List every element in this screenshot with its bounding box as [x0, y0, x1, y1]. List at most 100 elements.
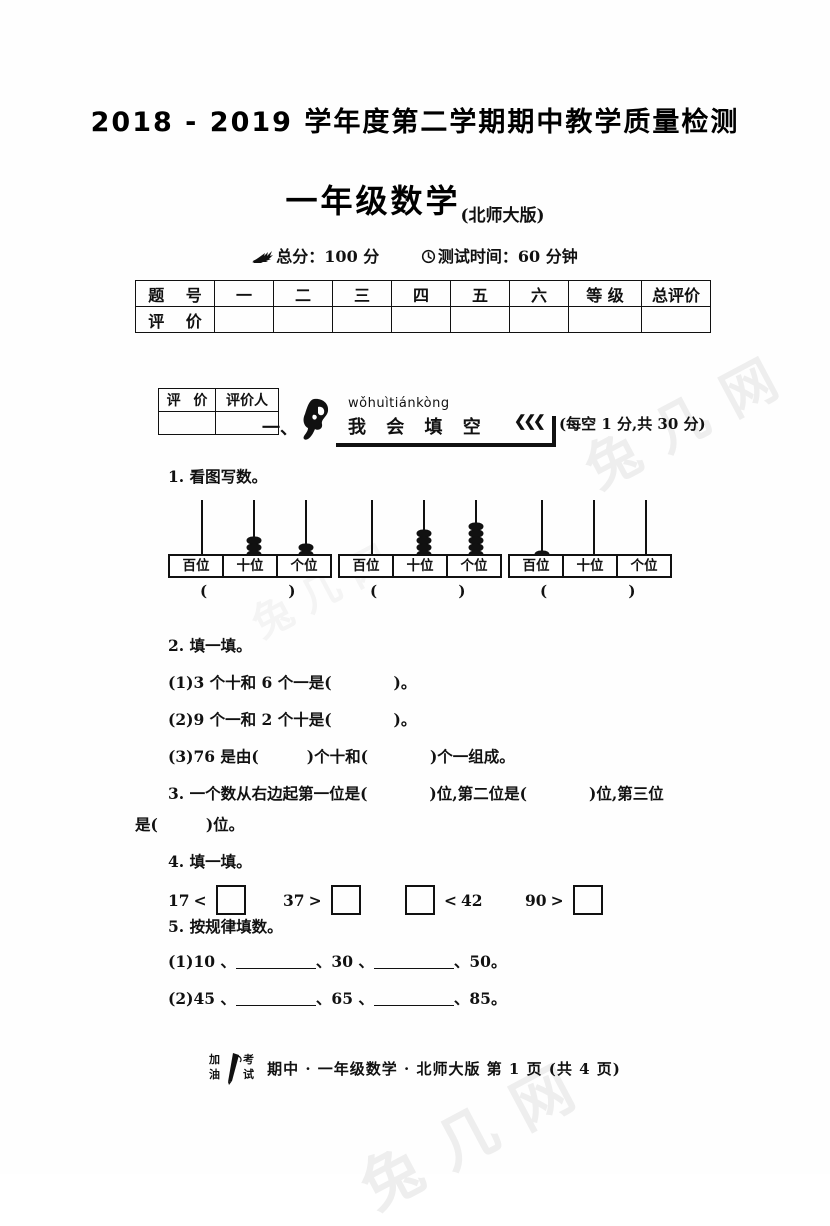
comparison-4: 90 > — [525, 885, 608, 915]
score-cell[interactable] — [450, 306, 510, 333]
question-1-title: 1. 看图写数。 — [168, 467, 268, 486]
subject-title-wrap: 一年级数学(北师大版) — [0, 176, 830, 226]
question-5-title: 5. 按规律填数。 — [168, 917, 283, 936]
score-cell[interactable] — [391, 306, 451, 333]
score-cell[interactable] — [273, 306, 333, 333]
question-2-title: 2. 填一填。 — [168, 636, 252, 655]
section-underline-riser — [552, 416, 556, 447]
exam-page: 兔 几 网 兔 几 网 兔 几 网 2018 - 2019 学年度第二学期期中教… — [0, 107, 830, 1224]
comparison-4-left: 90 — [525, 890, 547, 910]
star-burst-icon — [252, 249, 274, 263]
score-cell[interactable] — [509, 306, 569, 333]
pencil-exam-icon: 加 油 考 试 — [208, 1051, 261, 1085]
comparison-4-answer-box[interactable] — [572, 885, 603, 915]
section-underline-decoration — [336, 443, 556, 447]
q5-1-label: (1) — [168, 952, 194, 971]
abacus-place-tens: 十位 — [394, 556, 448, 576]
comparison-2-answer-box[interactable] — [330, 885, 361, 915]
score-cell[interactable] — [332, 306, 392, 333]
q3-text-b: )位,第二位是( — [429, 784, 527, 803]
score-table-row-label: 题 号 — [135, 280, 215, 307]
q5-2-label: (2) — [168, 989, 194, 1008]
score-cell[interactable] — [641, 306, 711, 333]
abacus-bead — [247, 537, 261, 544]
exam-meta: 总分：100 分 测试时间：60 分钟 — [0, 243, 830, 267]
question-2-item-2: (2)9 个一和 2 个十是()。 — [168, 708, 416, 730]
q5-1-blank-1[interactable] — [235, 953, 316, 969]
abacus-place-ones: 个位 — [460, 558, 488, 574]
score-table: 题 号 一 二 三 四 五 六 等 级 总评价 评 价 — [135, 280, 711, 333]
q3-text-c: )位,第三位 — [589, 784, 664, 803]
arrow-left-icon: ❮❮❮ — [514, 412, 546, 430]
section-number: 一、 — [262, 418, 298, 439]
score-cell[interactable] — [568, 306, 642, 333]
abacus-rod — [253, 500, 255, 558]
comparison-2: 37 > — [283, 885, 366, 915]
abacus-bead — [469, 523, 483, 530]
svg-text:油: 油 — [209, 1067, 220, 1081]
abacus-place-hundreds: 百位 — [170, 556, 224, 576]
q5-1-part-1: 、30 、 — [315, 952, 374, 971]
abacus-rod — [201, 500, 203, 558]
table-row-header: 题 号 一 二 三 四 五 六 等 级 总评价 — [135, 280, 711, 307]
abacus-place-hundreds: 百位 — [510, 556, 564, 576]
abacus-bead — [417, 537, 431, 544]
question-5-sequence-1: (1)10 、 、30 、 、50。 — [168, 950, 506, 972]
evaluator-person-value[interactable] — [215, 411, 279, 435]
abacus-answer-blank[interactable]: ( ) — [200, 582, 334, 600]
q5-2-part-0: 45 、 — [193, 989, 236, 1008]
score-table-col-grade: 等 级 — [568, 280, 642, 307]
q3-text-d: 是( — [135, 815, 158, 834]
abacus-bead — [417, 530, 431, 537]
question-3-line-1: 3. 一个数从右边起第一位是( )位,第二位是( )位,第三位 — [168, 782, 664, 804]
abacus-bead — [247, 544, 261, 551]
abacus-place-ones: 个位 — [290, 558, 318, 574]
q5-1-part-0: 10 、 — [193, 952, 236, 971]
q3-text-a: 3. 一个数从右边起第一位是( — [168, 784, 368, 803]
q2-3-middle: )个十和( — [306, 747, 368, 766]
abacus-answer-blank[interactable]: ( ) — [540, 582, 674, 600]
total-score-item: 总分：100 分 — [252, 243, 379, 267]
q5-2-blank-1[interactable] — [235, 990, 316, 1006]
svg-text:加: 加 — [209, 1052, 220, 1066]
q5-2-part-2: 、85。 — [453, 989, 507, 1008]
q5-2-blank-2[interactable] — [373, 990, 454, 1006]
q2-3-suffix: )个一组成。 — [429, 747, 515, 766]
comparison-1: 17 < — [168, 885, 251, 915]
evaluator-value[interactable] — [158, 411, 216, 435]
footer-text: 期中 · 一年级数学 · 北师大版 第 1 页 (共 4 页) — [267, 1060, 621, 1078]
comparison-2-operator: > — [308, 890, 322, 910]
section-pinyin: wǒhuìtiánkòng — [348, 396, 450, 411]
abacus-rod — [645, 500, 647, 558]
comparison-4-operator: > — [550, 890, 564, 910]
abacus-answer-blank[interactable]: ( ) — [370, 582, 504, 600]
evaluator-value-row — [158, 411, 279, 435]
question-3-line-2: 是()位。 — [135, 813, 244, 835]
comparison-1-answer-box[interactable] — [215, 885, 246, 915]
evaluator-person-label: 评价人 — [215, 388, 279, 412]
score-table-row-label-2: 评 价 — [135, 306, 215, 333]
table-row-values: 评 价 — [135, 306, 711, 333]
clock-icon — [421, 249, 436, 264]
question-4-title: 4. 填一填。 — [168, 852, 252, 871]
time-item: 测试时间：60 分钟 — [421, 243, 578, 267]
score-table-col-2: 二 — [273, 280, 333, 307]
abacus-rod — [541, 500, 543, 558]
q5-2-part-1: 、65 、 — [315, 989, 374, 1008]
evaluator-box: 评 价 评价人 — [158, 388, 279, 435]
comparison-3-answer-box[interactable] — [405, 885, 435, 915]
abacus-1: 百位 十位 个位 ( ) — [168, 500, 334, 600]
q5-1-part-2: 、50。 — [453, 952, 507, 971]
abacus-bead — [469, 537, 483, 544]
score-cell[interactable] — [214, 306, 274, 333]
abacus-bead — [417, 544, 431, 551]
q2-1-prefix: (1)3 个十和 6 个一是( — [168, 673, 332, 692]
section-one-header: 一、 wǒhuìtiánkòng 我 会 填 空 ❮❮❮ (每空 1 分,共 3… — [262, 396, 712, 452]
total-score-label: 总分：100 分 — [276, 247, 380, 266]
question-5-sequence-2: (2)45 、 、65 、 、85。 — [168, 987, 506, 1009]
abacus-place-tens: 十位 — [224, 556, 278, 576]
score-table-col-3: 三 — [332, 280, 392, 307]
q5-1-blank-2[interactable] — [373, 953, 454, 969]
comparison-3-right: 42 — [461, 890, 483, 910]
abacus-rod — [593, 500, 595, 558]
